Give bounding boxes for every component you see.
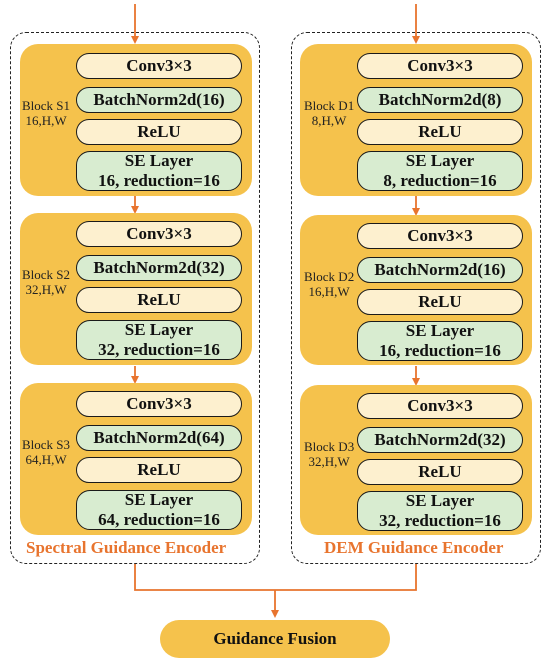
- batchnorm-layer: BatchNorm2d(8): [357, 87, 523, 113]
- conv-layer: Conv3×3: [76, 391, 242, 417]
- relu-layer: ReLU: [76, 287, 242, 313]
- relu-layer: ReLU: [76, 457, 242, 483]
- relu-layer: ReLU: [357, 459, 523, 485]
- relu-layer: ReLU: [357, 289, 523, 315]
- conv-layer: Conv3×3: [76, 221, 242, 247]
- conv-layer: Conv3×3: [76, 53, 242, 79]
- batchnorm-layer: BatchNorm2d(32): [357, 427, 523, 453]
- dem-encoder-frame: [291, 32, 541, 564]
- batchnorm-layer: BatchNorm2d(16): [76, 87, 242, 113]
- conv-layer: Conv3×3: [357, 393, 523, 419]
- conv-layer: Conv3×3: [357, 53, 523, 79]
- merge-line: [134, 564, 417, 591]
- batchnorm-layer: BatchNorm2d(32): [76, 255, 242, 281]
- spectral-encoder-title: Spectral Guidance Encoder: [22, 538, 231, 558]
- batchnorm-layer: BatchNorm2d(16): [357, 257, 523, 283]
- dem-encoder-title: DEM Guidance Encoder: [320, 538, 508, 558]
- relu-layer: ReLU: [76, 119, 242, 145]
- guidance-fusion-node: Guidance Fusion: [160, 620, 390, 658]
- conv-layer: Conv3×3: [357, 223, 523, 249]
- spectral-encoder-frame: [10, 32, 260, 564]
- batchnorm-layer: BatchNorm2d(64): [76, 425, 242, 451]
- relu-layer: ReLU: [357, 119, 523, 145]
